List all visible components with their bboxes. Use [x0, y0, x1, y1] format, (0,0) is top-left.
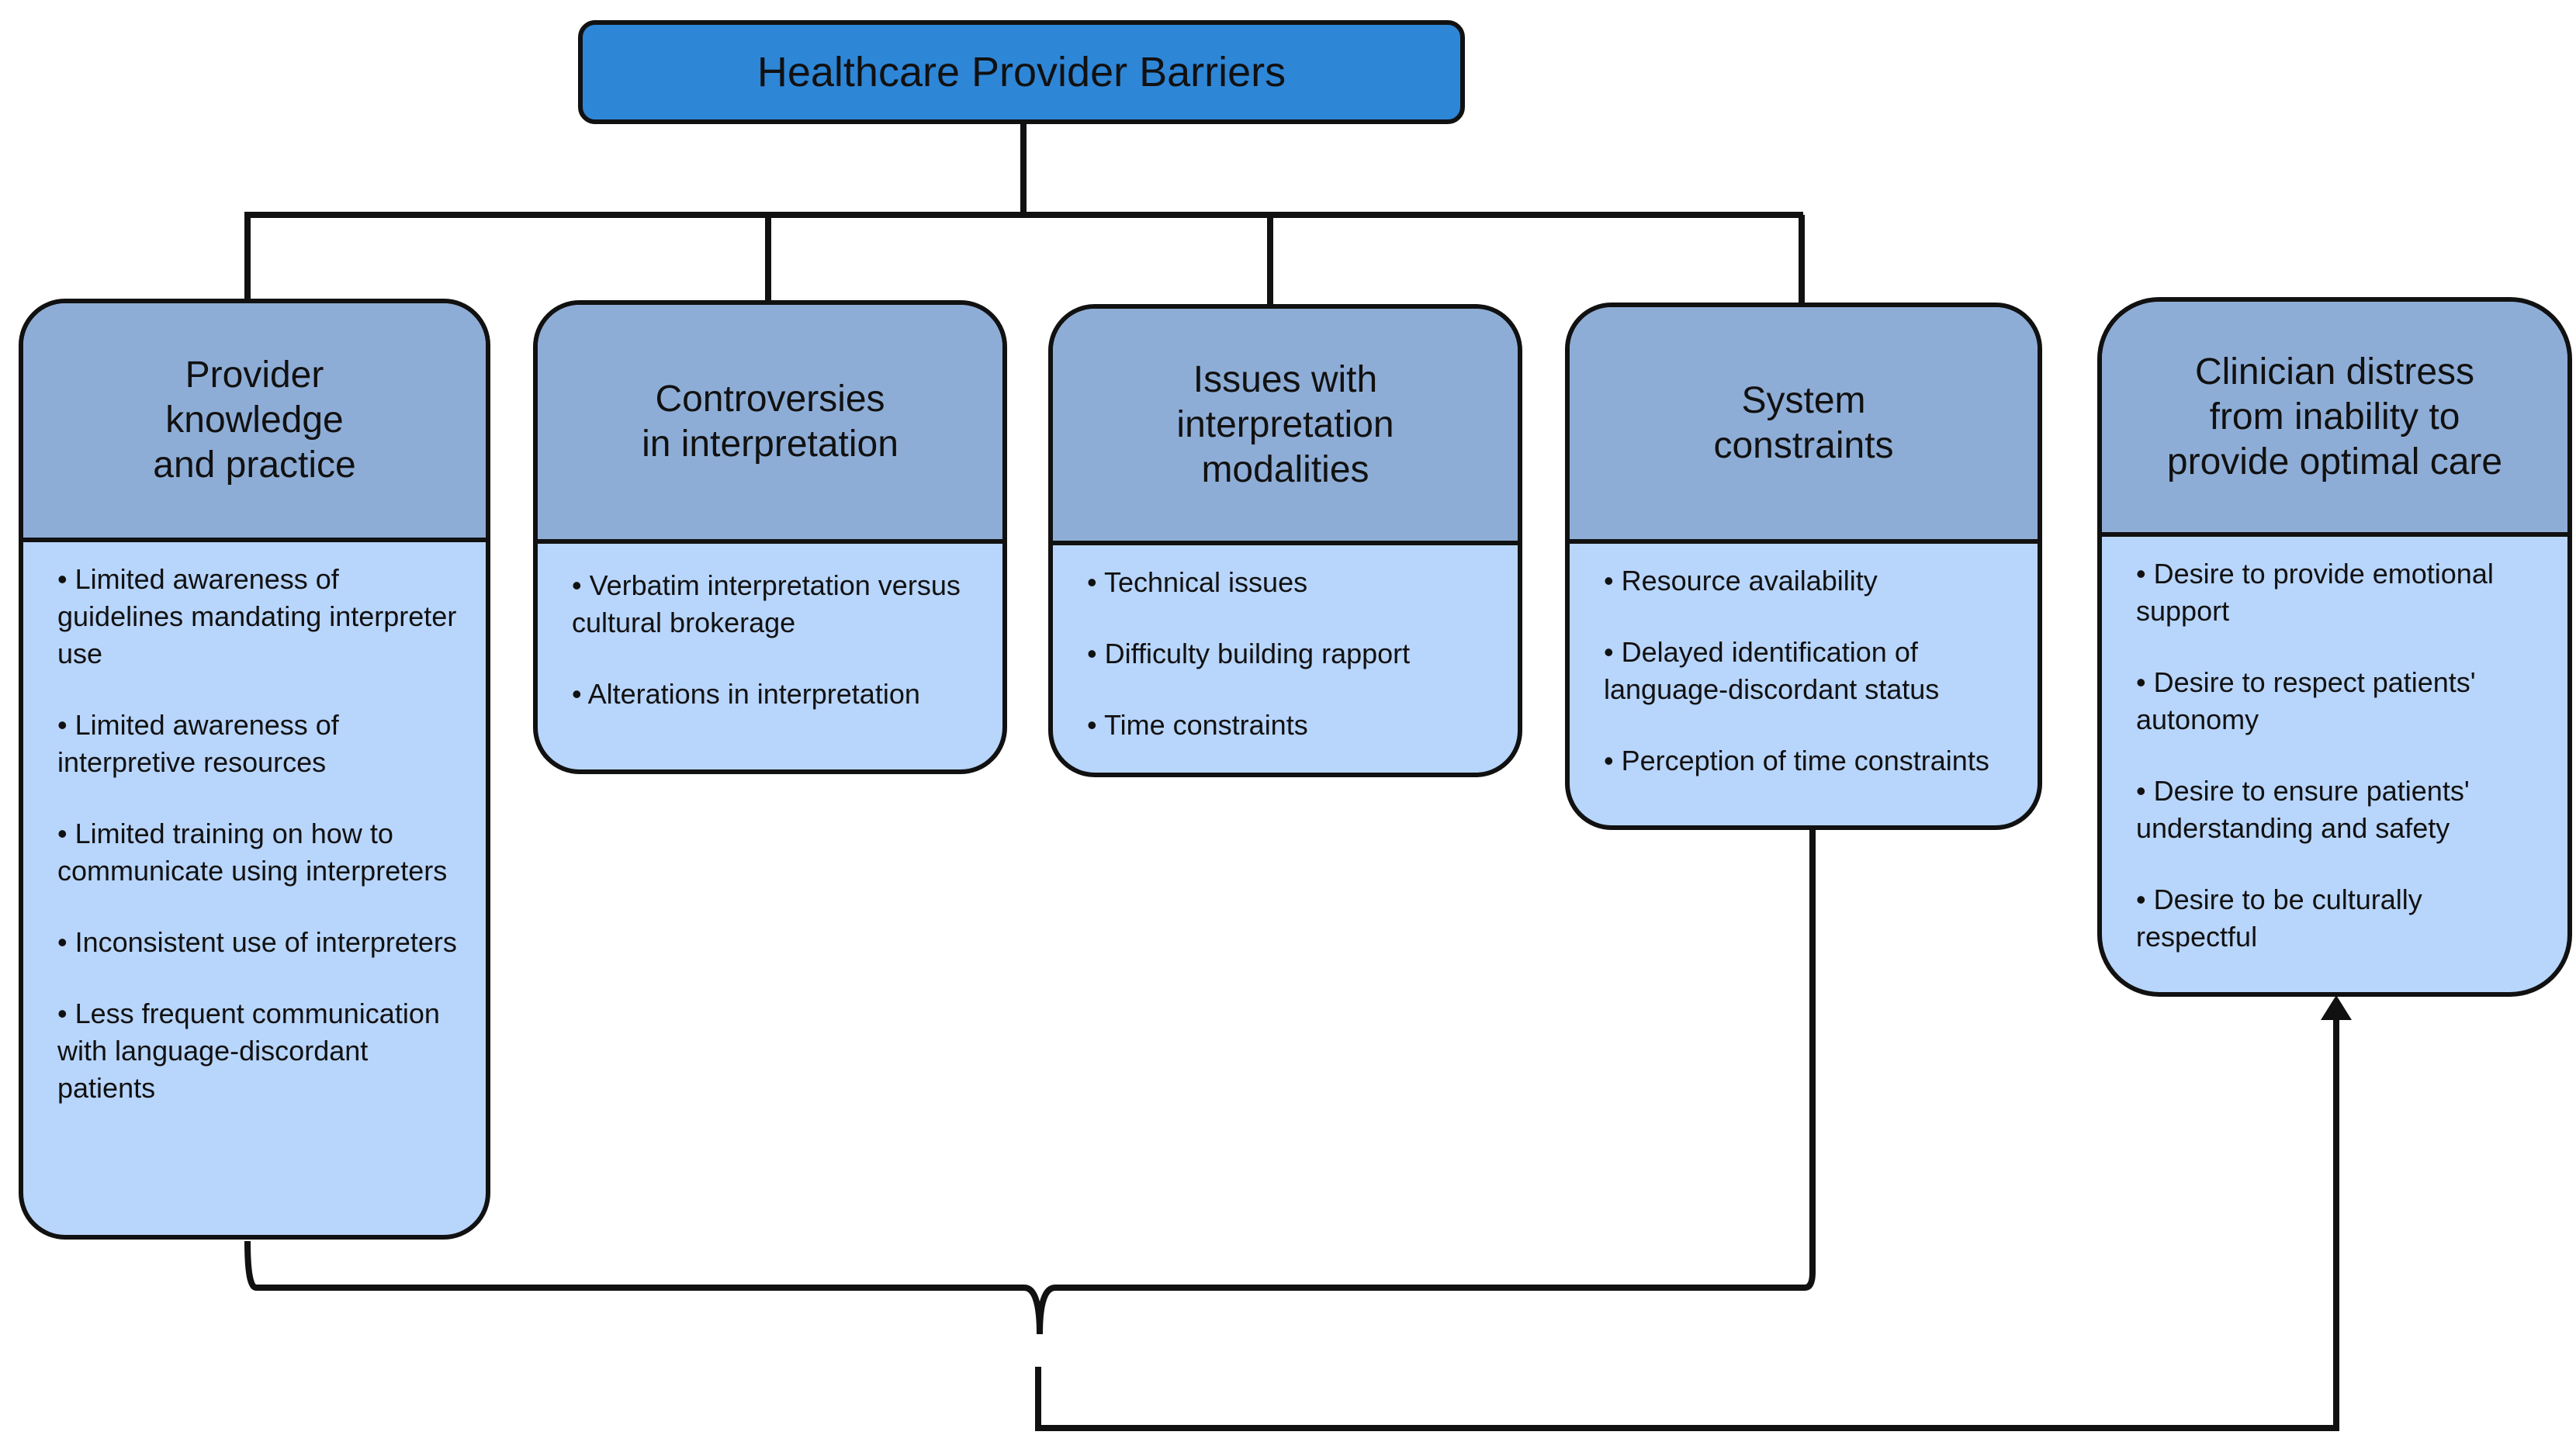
category-system-constraints: System constraints Resource availability…: [1565, 303, 2042, 830]
list-item: Less frequent communication with languag…: [57, 995, 462, 1107]
category-heading: System constraints: [1570, 307, 2038, 544]
list-item: Difficulty building rapport: [1087, 635, 1494, 673]
arrow-to-distress: [1035, 1008, 2339, 1431]
list-item: Verbatim interpretation versus cultural …: [572, 567, 979, 641]
category-heading: Clinician distress from inability to pro…: [2102, 302, 2567, 537]
list-item: Limited awareness of guidelines mandatin…: [57, 561, 462, 673]
list-item: Limited awareness of interpretive resour…: [57, 707, 462, 781]
grouping-bracket: [244, 828, 1816, 1335]
list-item: Desire to be culturally respectful: [2136, 881, 2544, 956]
tree-connector: [244, 124, 1805, 307]
arrowhead-icon: [2321, 995, 2352, 1020]
list-item: Limited training on how to communicate u…: [57, 815, 462, 890]
list-item: Desire to provide emotional support: [2136, 555, 2544, 630]
list-item: Time constraints: [1087, 707, 1494, 744]
list-item: Technical issues: [1087, 564, 1494, 601]
category-provider-knowledge: Provider knowledge and practice Limited …: [19, 299, 490, 1240]
list-item: Desire to ensure patients' understanding…: [2136, 773, 2544, 847]
category-interpretation-modalities: Issues with interpretation modalities Te…: [1048, 304, 1522, 777]
title-box: Healthcare Provider Barriers: [578, 20, 1465, 124]
category-controversies: Controversies in interpretation Verbatim…: [533, 300, 1007, 774]
category-heading: Issues with interpretation modalities: [1053, 309, 1518, 545]
list-item: Perception of time constraints: [1604, 742, 2014, 780]
list-item: Inconsistent use of interpreters: [57, 924, 462, 961]
list-item: Delayed identification of language-disco…: [1604, 634, 2014, 708]
list-item: Alterations in interpretation: [572, 676, 979, 713]
list-item: Desire to respect patients' autonomy: [2136, 664, 2544, 738]
category-clinician-distress: Clinician distress from inability to pro…: [2097, 297, 2572, 997]
category-heading: Controversies in interpretation: [538, 305, 1002, 544]
list-item: Resource availability: [1604, 562, 2014, 600]
category-heading: Provider knowledge and practice: [23, 303, 486, 542]
